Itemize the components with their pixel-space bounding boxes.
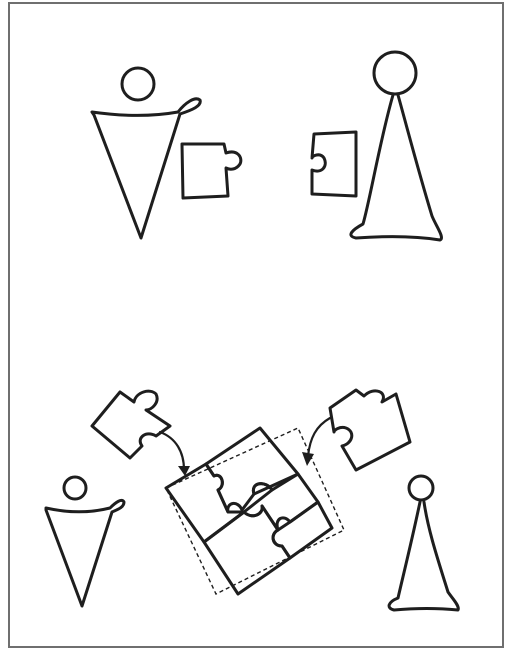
top-scene — [92, 52, 441, 240]
person-body — [351, 95, 442, 240]
puzzle-piece-icon — [92, 391, 170, 458]
standing-person-icon — [389, 476, 458, 610]
person-body — [46, 500, 124, 606]
person-head — [409, 476, 433, 500]
bottom-scene — [46, 390, 458, 610]
person-body — [389, 502, 458, 610]
puzzle-piece-icon — [312, 132, 356, 196]
standing-person-icon — [351, 52, 442, 240]
curved-arrow-icon — [302, 418, 330, 466]
open-arms-person-icon — [46, 477, 124, 606]
assembled-puzzle-icon — [166, 428, 344, 594]
person-head — [122, 68, 154, 100]
person-head — [64, 477, 86, 499]
puzzle-piece-icon — [182, 144, 241, 198]
open-arms-person-icon — [92, 68, 200, 238]
puzzle-piece-icon — [330, 390, 410, 470]
person-body — [92, 99, 200, 238]
person-head — [374, 52, 416, 94]
curved-arrow-icon — [160, 432, 190, 476]
dashed-outline — [166, 428, 344, 594]
